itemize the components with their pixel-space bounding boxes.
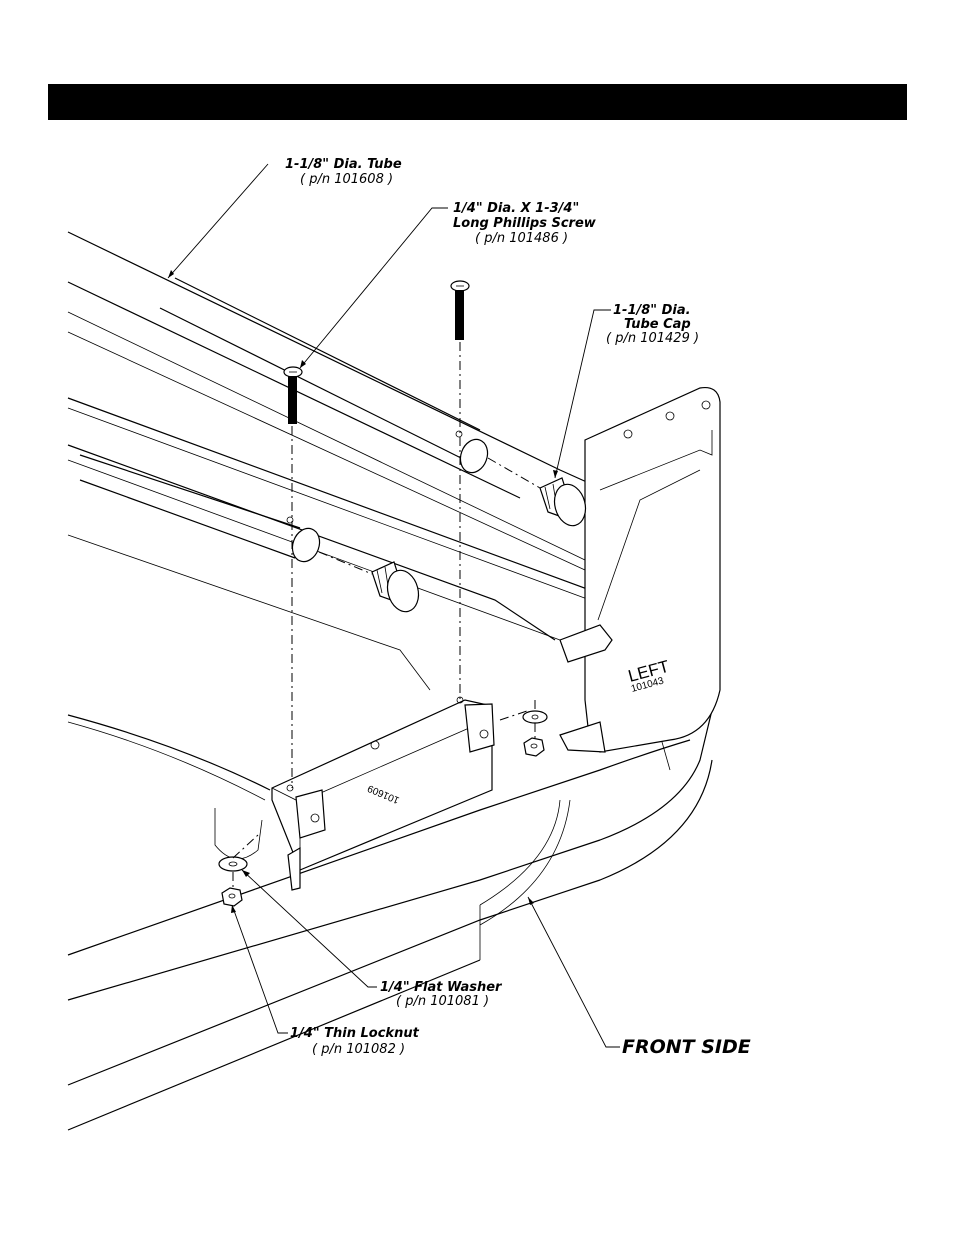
tube-name: 1-1/8" Dia. Tube <box>285 157 402 172</box>
screw-pn: ( p/n 101486 ) <box>475 231 568 246</box>
washer-left <box>219 857 247 871</box>
tube-pn: ( p/n 101608 ) <box>300 172 393 187</box>
tube-lower <box>80 455 324 565</box>
washer-pn: ( p/n 101081 ) <box>396 994 489 1009</box>
callout-tube: 1-1/8" Dia. Tube ( p/n 101608 ) <box>285 157 402 187</box>
front-side-label: FRONT SIDE <box>622 1036 751 1058</box>
locknut-pn: ( p/n 101082 ) <box>312 1042 405 1057</box>
tube-upper <box>160 278 492 476</box>
cap-name-line1: 1-1/8" Dia. <box>613 303 691 318</box>
washer-name: 1/4" Flat Washer <box>380 980 503 995</box>
screw-name-line1: 1/4" Dia. X 1-3/4" <box>453 201 579 216</box>
callout-locknut: 1/4" Thin Locknut ( p/n 101082 ) <box>290 1026 420 1057</box>
cap-name-line2: Tube Cap <box>624 317 691 332</box>
locknut-right <box>524 738 544 756</box>
tube-cap-upper <box>540 478 590 529</box>
screw-right <box>451 281 469 340</box>
callout-washer: 1/4" Flat Washer ( p/n 101081 ) <box>380 980 503 1009</box>
tube-cap-lower <box>372 562 423 615</box>
locknut-left <box>222 888 242 906</box>
locknut-name: 1/4" Thin Locknut <box>290 1026 420 1041</box>
screw-left <box>284 367 302 424</box>
callout-cap: 1-1/8" Dia. Tube Cap ( p/n 101429 ) <box>606 303 699 346</box>
washer-right <box>523 711 547 723</box>
screw-name-line2: Long Phillips Screw <box>453 216 597 231</box>
mounting-bracket: 101609 <box>272 697 494 890</box>
cap-pn: ( p/n 101429 ) <box>606 331 699 346</box>
callout-screw: 1/4" Dia. X 1-3/4" Long Phillips Screw (… <box>453 201 597 246</box>
